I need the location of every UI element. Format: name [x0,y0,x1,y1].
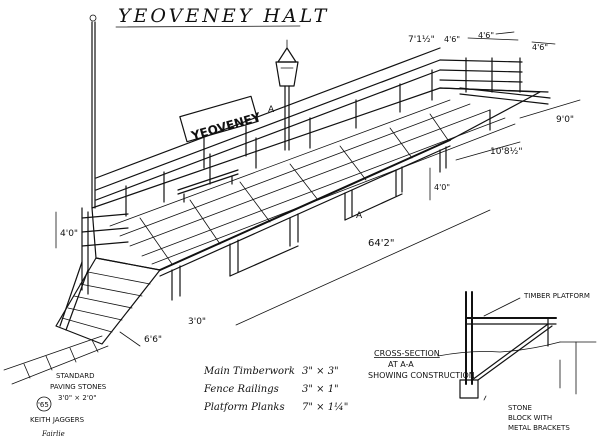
platform-deck [91,87,541,277]
station-sign-text: YEOVENEY [189,110,263,143]
stone-label-line2: BLOCK WITH [508,414,552,422]
cross-section-line2: AT A-A [388,360,414,369]
spec-value-1: 3" × 3" [302,366,339,377]
section-marker-top: A [268,105,275,115]
signature-place: Fairlie [41,430,65,438]
signature-mark: '65 [38,401,49,409]
trestle-legs [171,146,447,301]
dimension-lines [55,31,581,347]
dim-platform-width: 9'0" [556,115,574,125]
paving-note-line3: 3'0" × 2'0" [58,394,96,402]
signature-name: KEITH JAGGERS [30,416,85,424]
cross-section-title: CROSS-SECTION [374,349,440,358]
spec-label-3: Platform Planks [203,402,285,413]
cross-section-caption: CROSS-SECTION AT A-A SHOWING CONSTRUCTIO… [368,349,475,380]
dim-ramp-width: 6'6" [144,335,162,345]
spec-value-2: 3" × 1" [302,384,339,395]
paving-stones [3,335,109,385]
cross-section-timber-label: TIMBER PLATFORM [523,292,590,300]
dim-gap-width: 7'1½" [408,35,435,45]
dim-fence-height: 4'0" [60,229,78,239]
spec-value-3: 7" × 1¼" [302,402,348,413]
back-fence [95,47,441,217]
far-ramp [459,87,551,131]
dim-deck-depth: 10'8½" [490,147,523,157]
paving-note: STANDARD PAVING STONES 3'0" × 2'0" [50,372,107,402]
lamp-post [275,39,299,151]
cross-section-stone-label: STONE BLOCK WITH METAL BRACKETS [508,404,570,432]
dim-post-spacing-1: 4'6" [444,35,460,44]
cross-section-line3: SHOWING CONSTRUCTION [368,371,475,380]
title-underline [115,25,301,28]
stone-label-line3: METAL BRACKETS [508,424,570,432]
dim-trestle-height: 4'0" [434,183,450,192]
dim-platform-length: 64'2" [368,238,394,249]
dim-ramp-offset: 3'0" [188,317,206,327]
dim-post-spacing-2: 4'6" [478,31,494,40]
timber-specs: Main Timberwork 3" × 3" Fence Railings 3… [203,366,348,413]
cross-section-drawing [437,291,597,401]
flagpole [89,14,97,209]
spec-label-1: Main Timberwork [203,366,295,377]
spec-label-2: Fence Railings [203,384,279,395]
section-marker-bottom: A [356,211,363,221]
paving-note-line2: PAVING STONES [50,383,107,391]
dim-ramp-end: 4'6" [532,43,548,52]
access-ramp [55,257,161,345]
paving-note-line1: STANDARD [56,372,95,380]
platform-bench [177,169,239,203]
stone-label-line1: STONE [508,404,532,412]
end-fence [439,57,549,93]
signature: '65 KEITH JAGGERS Fairlie [30,396,85,438]
drawing-title: YEOVENEY HALT [118,5,329,27]
